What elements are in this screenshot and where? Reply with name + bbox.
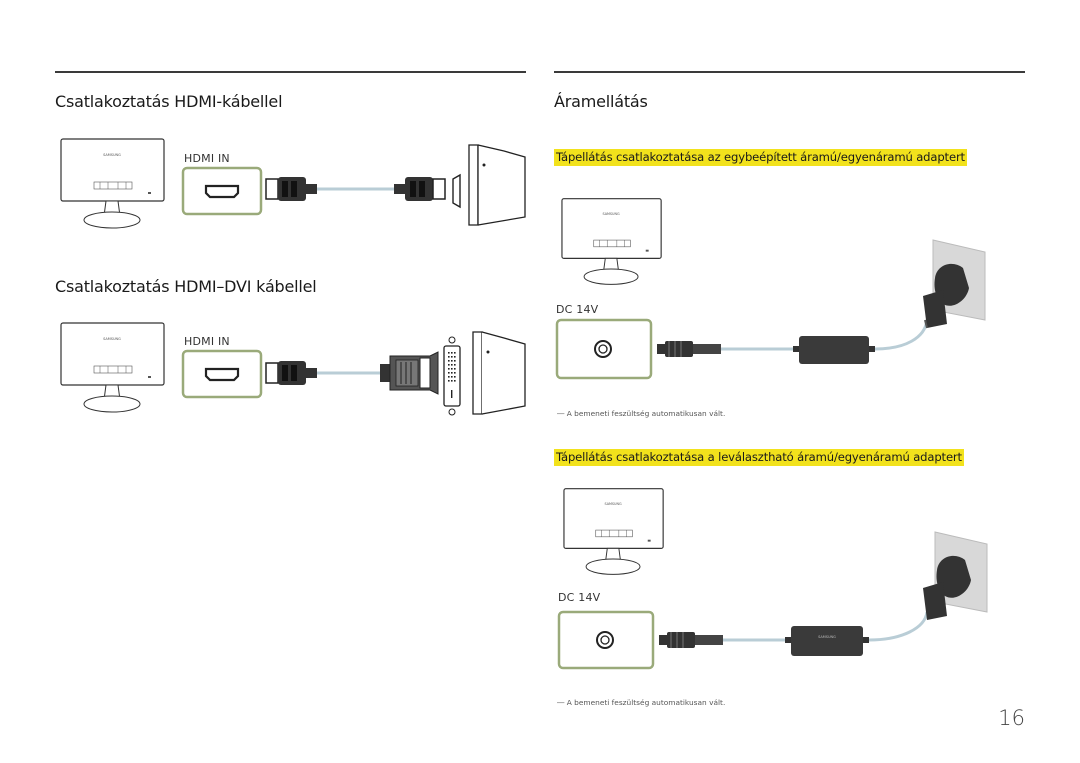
monitor-brand-text: SAMSUNG [103, 153, 121, 157]
hdmi-cable-diagram [181, 144, 526, 226]
note-dash: ― [557, 409, 565, 418]
monitor-illustration: SAMSUNG [561, 198, 662, 285]
detachable-adapter-diagram: SAMSUNG [557, 531, 988, 670]
monitor-illustration: SAMSUNG [60, 138, 165, 229]
builtin-adapter-diagram [555, 239, 986, 380]
hdmi-port-icon [204, 367, 240, 382]
hdmi-port-icon [204, 184, 240, 199]
builtin-adapter-highlight: Tápellátás csatlakoztatása az egybeépíte… [554, 149, 967, 166]
pc-tower [468, 144, 479, 226]
note-text: A bemeneti feszültség automatikusan vált… [566, 409, 726, 418]
note-text: A bemeneti feszültség automatikusan vált… [566, 698, 726, 707]
detachable-adapter-highlight: Tápellátás csatlakoztatása a leválasztha… [554, 449, 964, 466]
hdmi-dvi-port-label: HDMI IN [184, 335, 230, 348]
hdmi-dvi-cable-diagram [181, 331, 526, 416]
pc-tower [472, 331, 483, 415]
monitor-illustration: SAMSUNG [563, 488, 664, 575]
power-section-heading: Áramellátás [554, 92, 648, 111]
hdmi-port-label: HDMI IN [184, 152, 230, 165]
detachable-voltage-note: ― A bemeneti feszültség automatikusan vá… [557, 698, 725, 707]
dc-port-label: DC 14V [558, 591, 601, 604]
power-adapter-brick [799, 336, 869, 364]
adapter-brand-text: SAMSUNG [818, 635, 836, 639]
monitor-brand-text: SAMSUNG [103, 337, 121, 341]
dc-port-label: DC 14V [556, 303, 599, 316]
hdmi-dvi-section-heading: Csatlakoztatás HDMI–DVI kábellel [55, 277, 317, 296]
page-number: 16 [998, 706, 1025, 730]
power-adapter-brick [791, 626, 863, 656]
monitor-brand-text: SAMSUNG [605, 502, 622, 506]
hdmi-section-heading: Csatlakoztatás HDMI-kábellel [55, 92, 283, 111]
monitor-illustration: SAMSUNG [60, 322, 165, 413]
monitor-brand-text: SAMSUNG [603, 212, 620, 216]
note-dash: ― [557, 698, 565, 707]
builtin-voltage-note: ― A bemeneti feszültség automatikusan vá… [557, 409, 725, 418]
left-column-rule [55, 71, 526, 73]
right-column-rule [554, 71, 1025, 73]
